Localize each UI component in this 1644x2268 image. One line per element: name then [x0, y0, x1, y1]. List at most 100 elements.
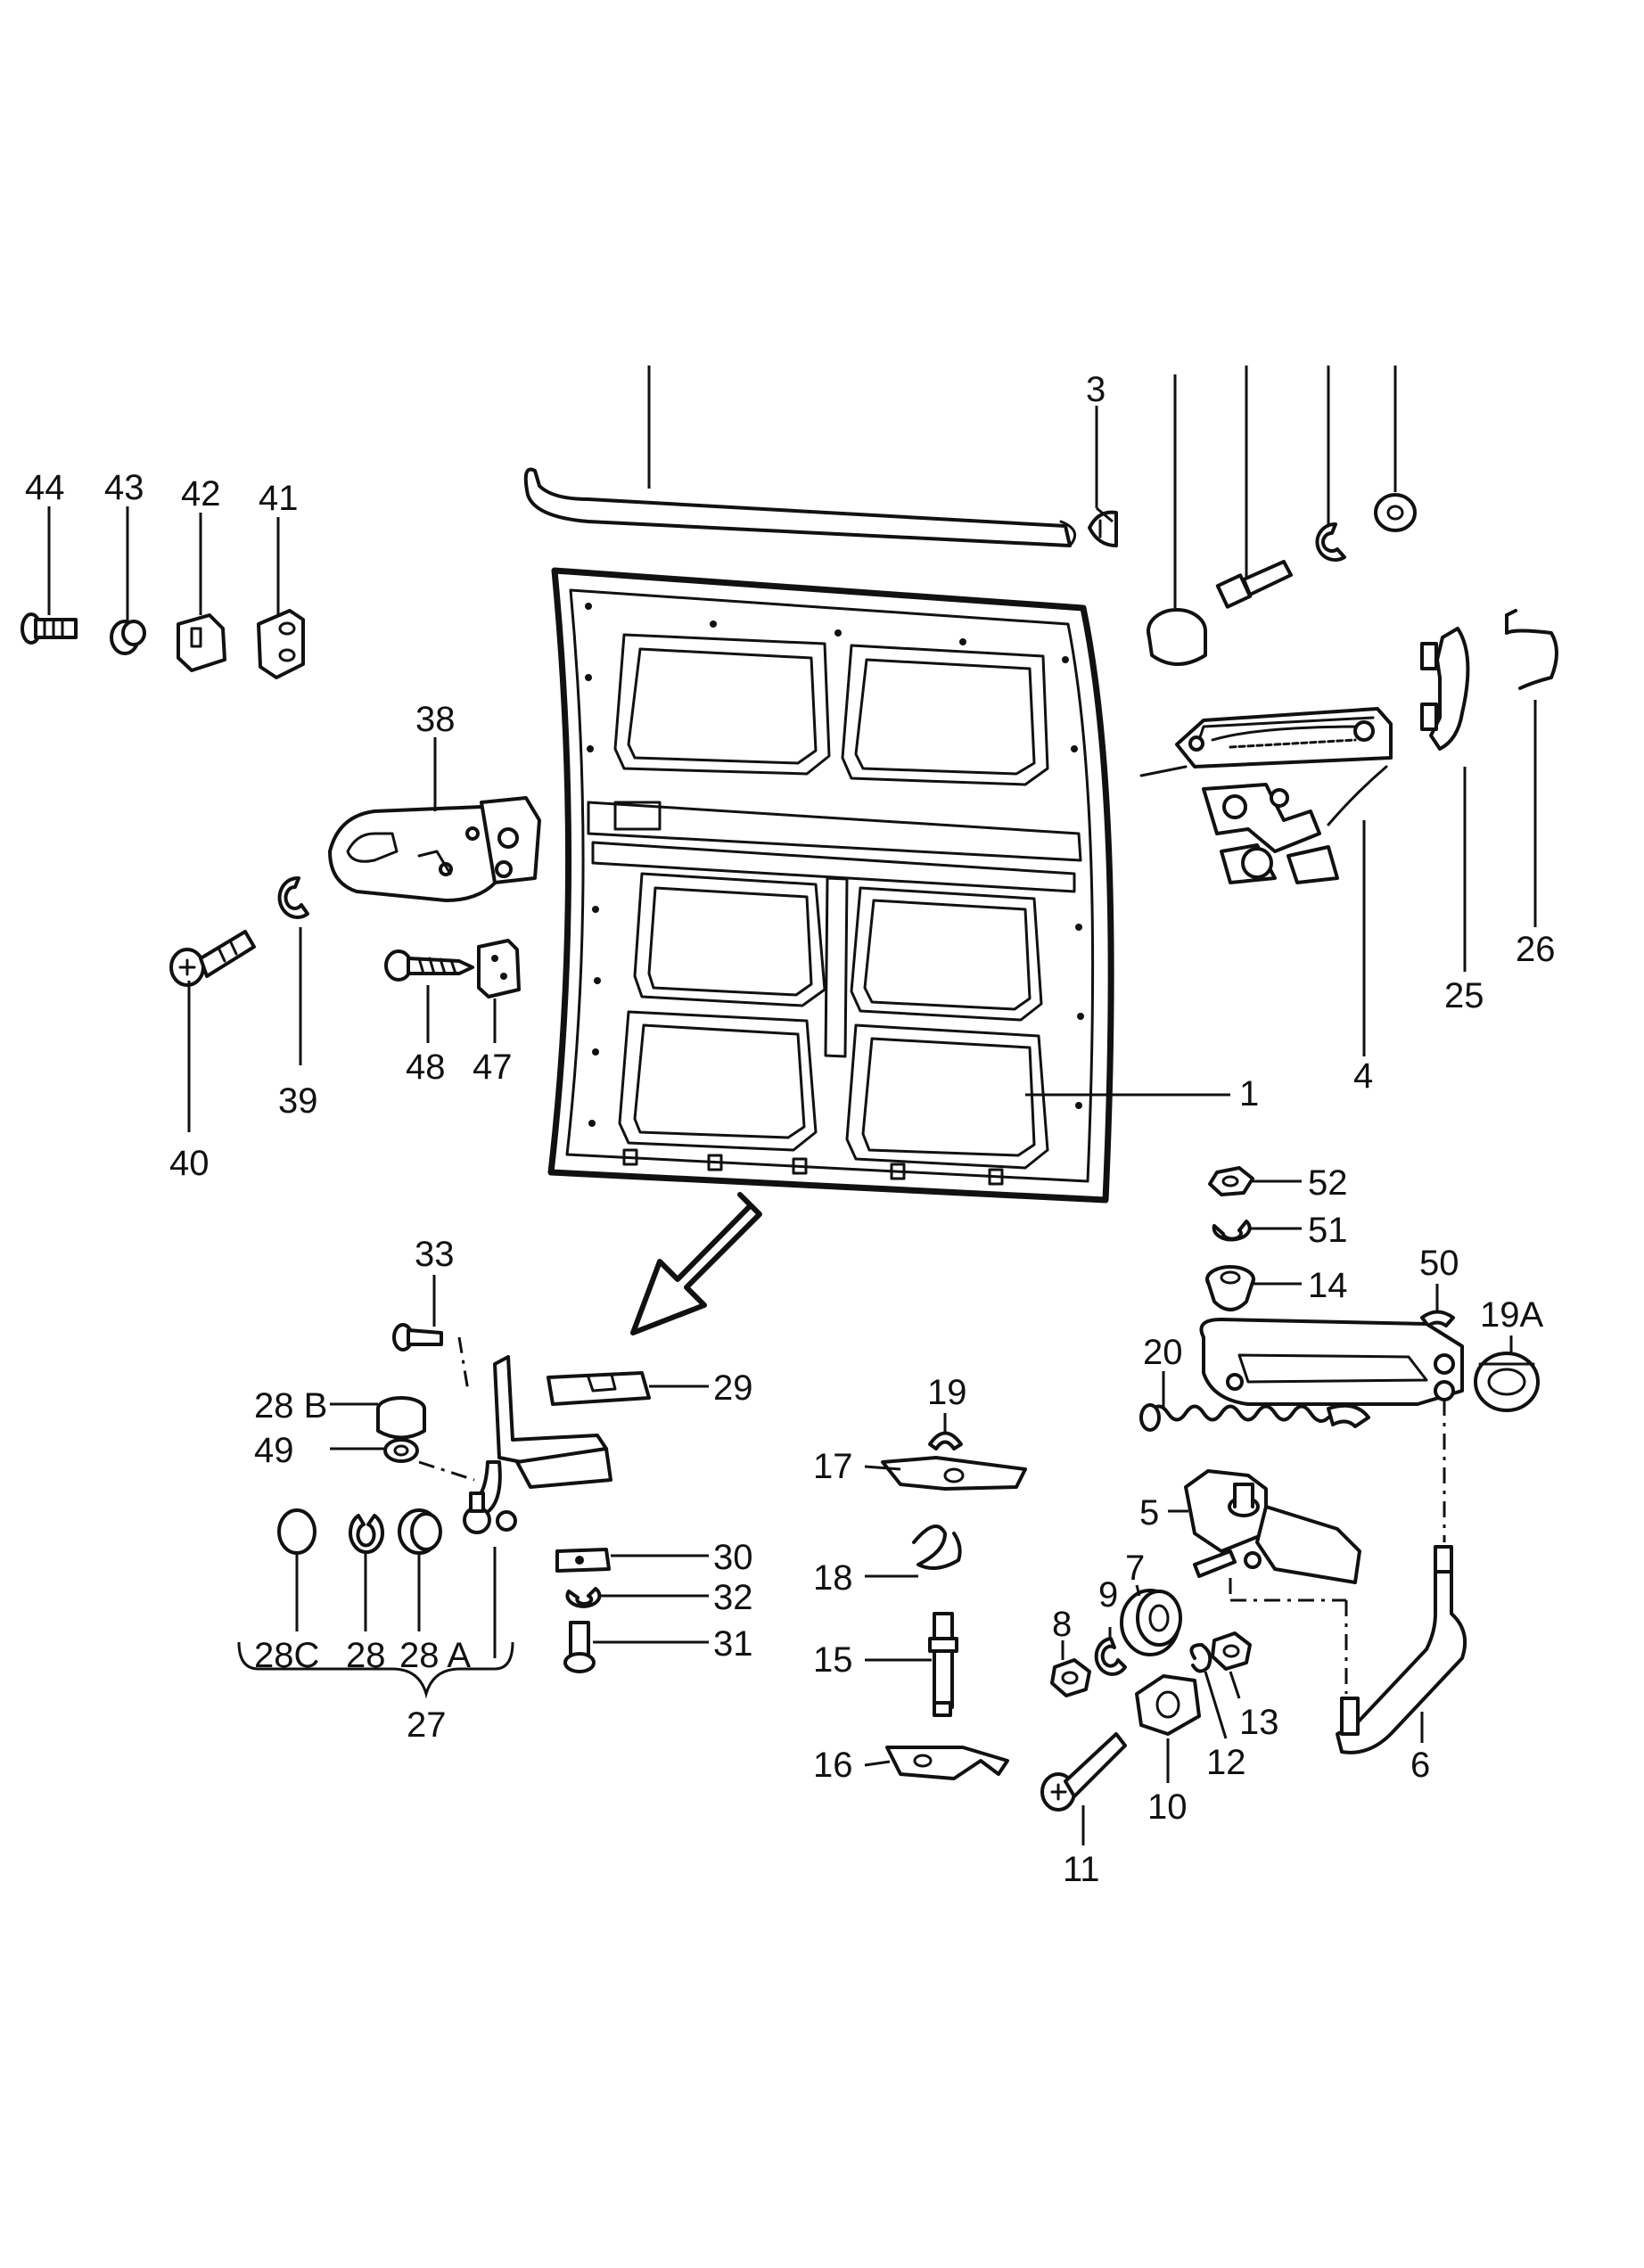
callout-42: 42	[181, 474, 221, 514]
callout-8: 8	[1052, 1605, 1072, 1644]
door-panel	[547, 567, 1114, 1204]
callout-18: 18	[813, 1558, 853, 1598]
part-32-lock-washer	[565, 1587, 602, 1608]
callout-33: 33	[415, 1235, 455, 1274]
part-spring-washer	[1315, 522, 1346, 562]
part-50-clip	[1420, 1310, 1455, 1327]
callout-labels: 1 3 4 5 6 7 8 9 10 11 12 13 14 15 16 17 …	[25, 370, 1556, 1889]
door-seal-strip	[523, 467, 1077, 547]
callout-30: 30	[713, 1538, 753, 1577]
part-bolt	[1215, 560, 1293, 609]
part-38-striker-plate	[328, 796, 541, 902]
callout-7: 7	[1125, 1549, 1145, 1588]
callout-52: 52	[1308, 1163, 1348, 1203]
part-buffer	[1147, 608, 1207, 666]
callout-4: 4	[1353, 1056, 1373, 1096]
part-47-clip	[477, 939, 521, 998]
part-30-plate	[555, 1548, 611, 1573]
part-10-block	[1135, 1674, 1201, 1736]
callout-38: 38	[415, 700, 456, 739]
part-25-handle	[1420, 627, 1470, 751]
callout-15: 15	[813, 1640, 853, 1680]
part-15-pin	[928, 1612, 958, 1717]
callout-39: 39	[278, 1081, 318, 1121]
part-49-washer	[383, 1438, 419, 1463]
callout-50: 50	[1419, 1244, 1459, 1283]
hinge-bracket	[463, 1355, 612, 1534]
part-17-lever	[881, 1456, 1027, 1491]
part-6-arm	[1336, 1545, 1467, 1754]
part-26-clip	[1505, 609, 1558, 690]
callout-12: 12	[1206, 1743, 1246, 1782]
callout-19A: 19A	[1480, 1295, 1543, 1335]
callout-16: 16	[813, 1746, 853, 1785]
callout-32: 32	[713, 1578, 753, 1617]
direction-arrow	[630, 1192, 762, 1335]
callout-51: 51	[1308, 1211, 1348, 1250]
part-28C-cap	[277, 1508, 316, 1555]
callout-29: 29	[713, 1368, 753, 1408]
part-8-nut	[1050, 1658, 1091, 1697]
callout-6: 6	[1410, 1746, 1430, 1785]
callout-47: 47	[473, 1048, 513, 1087]
callout-14: 14	[1308, 1266, 1348, 1305]
callout-25: 25	[1444, 976, 1484, 1015]
part-28-circlip	[349, 1514, 384, 1555]
part-41-bracket	[257, 609, 305, 679]
callout-20: 20	[1143, 1333, 1183, 1372]
callout-28A: 28 A	[399, 1636, 471, 1675]
callout-11: 11	[1063, 1850, 1100, 1889]
part-51-washer	[1212, 1220, 1252, 1242]
part-28B-bush	[376, 1396, 426, 1440]
callout-28C: 28C	[254, 1636, 319, 1675]
part-16-lever	[885, 1746, 1009, 1780]
callout-17: 17	[813, 1447, 853, 1486]
callout-1: 1	[1239, 1074, 1259, 1113]
part-4-lock-mechanism	[1139, 707, 1393, 884]
callout-10: 10	[1147, 1787, 1188, 1827]
part-48-tapping-screw	[384, 949, 474, 982]
callout-40: 40	[169, 1144, 210, 1183]
callout-13: 13	[1239, 1703, 1279, 1742]
callout-26: 26	[1516, 930, 1556, 969]
part-44-screw	[21, 612, 78, 645]
part-flat-washer	[1374, 493, 1417, 532]
part-19A-roller	[1474, 1352, 1540, 1412]
part-43-grommet	[110, 620, 146, 655]
callout-48: 48	[406, 1048, 446, 1087]
part-5-housing	[1184, 1469, 1361, 1584]
part-11-bolt	[1040, 1732, 1127, 1812]
leader-lines	[47, 366, 1537, 1845]
callout-43: 43	[104, 468, 144, 507]
part-20-spring	[1139, 1403, 1370, 1432]
carrier-arm	[1199, 1318, 1464, 1406]
callout-3: 3	[1086, 370, 1106, 409]
part-18-spring	[912, 1524, 962, 1570]
part-31-bolt	[563, 1621, 596, 1673]
callout-44: 44	[25, 468, 65, 507]
callout-19: 19	[927, 1373, 967, 1412]
callout-28B: 28 B	[254, 1386, 327, 1426]
part-13-nut	[1211, 1631, 1252, 1671]
callout-27: 27	[407, 1705, 447, 1745]
callout-9: 9	[1098, 1575, 1118, 1615]
part-29-shim	[547, 1371, 651, 1406]
part-28A-bush	[398, 1508, 442, 1555]
callout-41: 41	[259, 479, 299, 518]
part-3-cap	[1088, 510, 1118, 547]
part-7-roller	[1120, 1589, 1182, 1656]
part-39-spring-washer	[277, 875, 309, 919]
callout-49: 49	[254, 1431, 294, 1470]
part-40-screw	[169, 930, 256, 987]
part-42-block	[177, 613, 226, 672]
callout-5: 5	[1139, 1493, 1159, 1533]
part-14-bush	[1205, 1265, 1255, 1311]
part-12-spring-washer	[1189, 1643, 1212, 1673]
part-19-clip	[928, 1431, 963, 1450]
part-52-nut	[1208, 1166, 1254, 1196]
part-33-screw	[392, 1323, 443, 1352]
callout-31: 31	[713, 1624, 753, 1664]
part-9-spring-washer	[1094, 1637, 1127, 1676]
callout-28: 28	[346, 1636, 386, 1675]
